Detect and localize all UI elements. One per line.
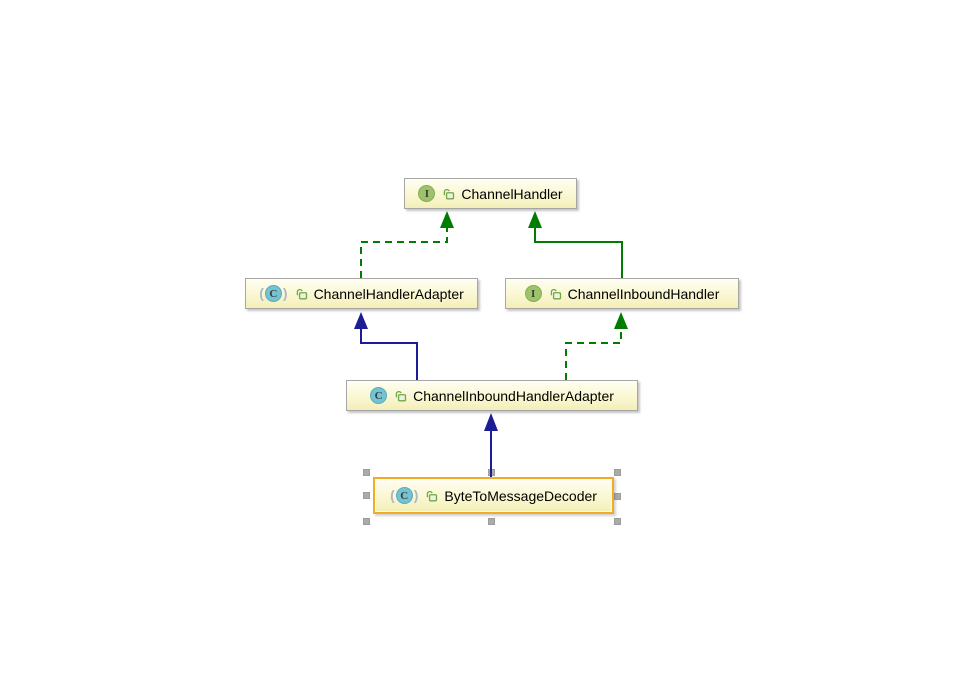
- node-channelinboundhandler[interactable]: I ChannelInboundHandler: [505, 278, 739, 309]
- class-name-label: ChannelHandler: [461, 185, 563, 202]
- public-lock-icon: [395, 391, 407, 402]
- abstract-class-icon: ( C ): [390, 487, 418, 504]
- abstract-paren-right: ): [413, 487, 419, 503]
- class-name-label: ChannelInboundHandlerAdapter: [413, 387, 614, 404]
- edge-channelinboundhandleradapter-implements-channelinboundhandler: [565, 312, 628, 380]
- public-lock-icon: [444, 189, 455, 200]
- arrowhead: [528, 211, 542, 228]
- selection-handle-middle-right[interactable]: [614, 493, 621, 500]
- arrowhead: [354, 312, 368, 329]
- class-circle: C: [395, 487, 413, 504]
- public-lock-icon: [550, 289, 561, 300]
- selection-handle-top-middle[interactable]: [488, 469, 495, 476]
- abstract-paren-right: ): [282, 285, 288, 301]
- arrowhead: [484, 413, 498, 431]
- node-channelhandler[interactable]: I ChannelHandler: [404, 178, 577, 209]
- interface-icon: I: [524, 285, 542, 302]
- abstract-paren-left: (: [259, 285, 264, 301]
- abstract-paren-left: (: [390, 487, 395, 503]
- class-circle: C: [370, 387, 388, 404]
- selection-handle-top-left[interactable]: [363, 469, 370, 476]
- public-lock-icon: [427, 491, 438, 502]
- arrowhead: [440, 211, 454, 228]
- interface-circle: I: [524, 285, 542, 302]
- selection-handle-bottom-middle[interactable]: [488, 518, 495, 525]
- arrowhead: [614, 312, 628, 329]
- edge-bytetomessagedecoder-extends-channelinboundhandleradapter: [484, 413, 498, 477]
- class-name-label: ChannelInboundHandler: [567, 285, 720, 302]
- public-lock-icon: [296, 289, 307, 300]
- class-circle: C: [264, 285, 282, 302]
- class-icon: C: [370, 387, 388, 404]
- node-bytetomessagedecoder-selected[interactable]: ( C ) ByteToMessageDecoder: [373, 477, 614, 514]
- class-name-label: ByteToMessageDecoder: [444, 487, 597, 504]
- class-name-label: ChannelHandlerAdapter: [313, 285, 464, 302]
- node-channelinboundhandleradapter[interactable]: C ChannelInboundHandlerAdapter: [346, 380, 638, 411]
- selection-handle-top-right[interactable]: [614, 469, 621, 476]
- node-channelhandleradapter[interactable]: ( C ) ChannelHandlerAdapter: [245, 278, 478, 309]
- edge-channelhandleradapter-implements-channelhandler: [360, 211, 454, 278]
- selection-handle-bottom-left[interactable]: [363, 518, 370, 525]
- interface-circle: I: [418, 185, 436, 202]
- interface-icon: I: [418, 185, 436, 202]
- edge-channelinboundhandler-extends-channelhandler: [528, 211, 623, 278]
- selection-handle-middle-left[interactable]: [363, 492, 370, 499]
- selection-handle-bottom-right[interactable]: [614, 518, 621, 525]
- edge-channelinboundhandleradapter-extends-channelhandleradapter: [354, 312, 418, 380]
- abstract-class-icon: ( C ): [259, 285, 288, 302]
